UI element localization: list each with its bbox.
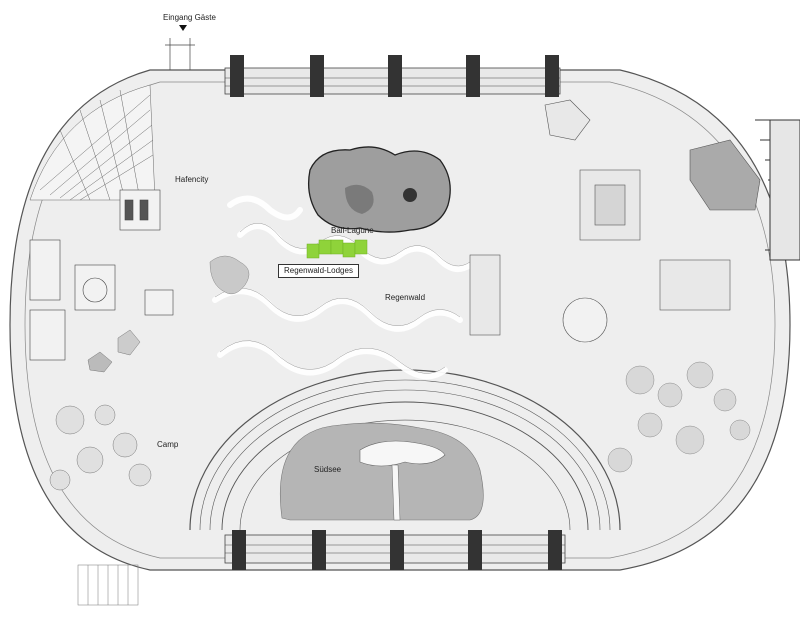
entrance-gate xyxy=(165,38,195,70)
right-zone-buildings xyxy=(469,99,761,343)
suedsee-pier xyxy=(391,464,401,521)
regenwald-pond xyxy=(209,255,250,295)
bottom-left-entry xyxy=(77,564,139,606)
entrance-arrow-icon xyxy=(179,25,187,31)
top-structure-band xyxy=(224,55,561,97)
suedsee-water xyxy=(279,422,484,521)
regenwald-paths xyxy=(212,195,473,380)
label-hafencity: Hafencity xyxy=(175,175,209,184)
regenwald-lodges-highlight xyxy=(306,239,368,259)
suedsee-island xyxy=(359,440,446,467)
hafencity-buildings xyxy=(29,189,174,361)
label-camp[interactable]: Camp xyxy=(157,440,179,449)
label-bali-lagune[interactable]: Bali-Lagune xyxy=(331,226,374,235)
camp-area xyxy=(49,329,152,491)
label-entrance: Eingang Gäste xyxy=(163,13,216,22)
left-glass-roof xyxy=(29,84,156,201)
bali-rock xyxy=(345,184,374,214)
bali-lagune-water xyxy=(307,146,451,233)
bottom-structure-band xyxy=(224,530,566,570)
label-suedsee[interactable]: Südsee xyxy=(314,465,342,474)
label-regenwald[interactable]: Regenwald xyxy=(385,293,426,302)
label-regenwald-lodges[interactable]: Regenwald-Lodges xyxy=(278,264,359,278)
right-building xyxy=(755,119,800,261)
bali-island xyxy=(403,188,417,202)
right-grove xyxy=(607,361,751,473)
